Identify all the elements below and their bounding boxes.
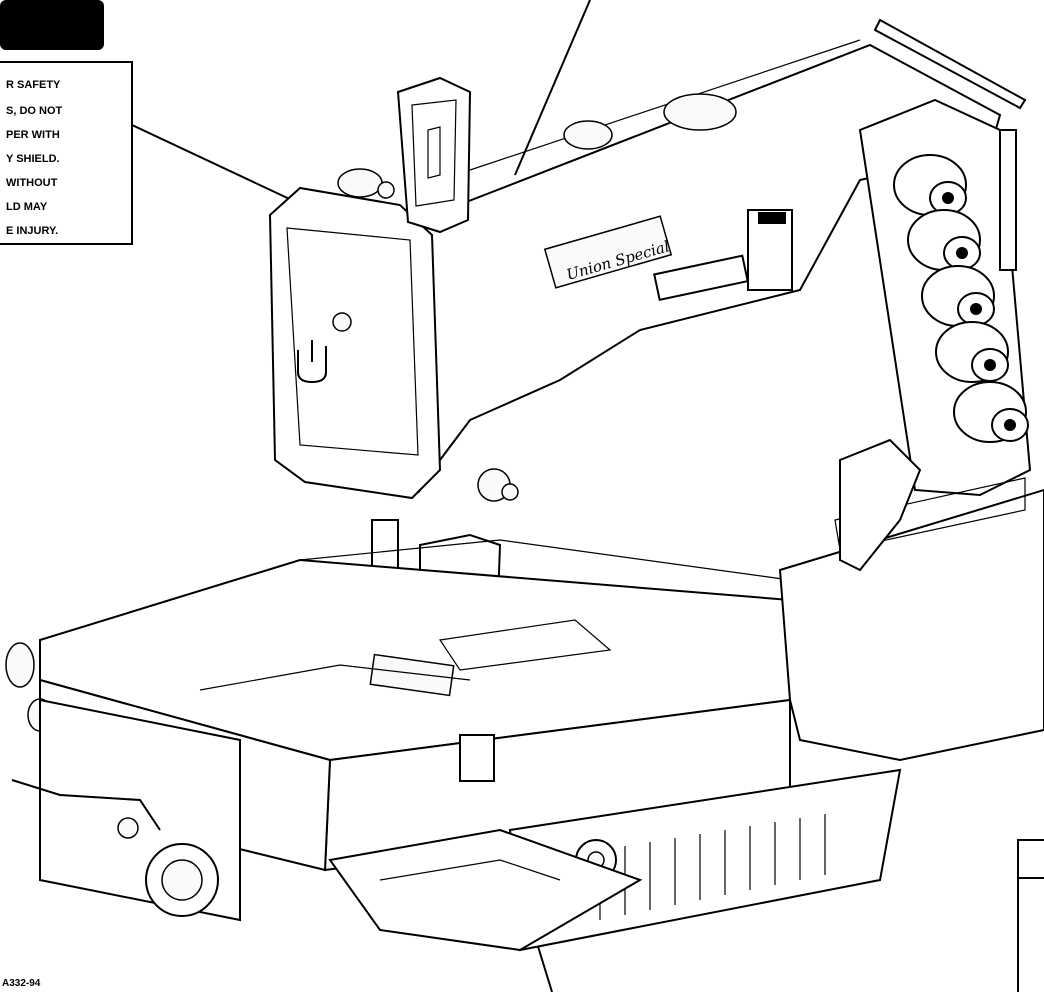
leader-top xyxy=(514,0,591,176)
drawing-code: A332-94 xyxy=(2,978,41,989)
thread-guide-post xyxy=(396,76,472,234)
knee-lifter xyxy=(328,828,643,952)
thread-tension-column xyxy=(858,18,1032,497)
warning-line-4: Y SHIELD. xyxy=(6,153,60,165)
label-square xyxy=(459,734,495,782)
stitch-regulator xyxy=(653,209,793,302)
warning-line-5: WITHOUT xyxy=(6,177,58,189)
warning-line-6: LD MAY xyxy=(6,201,48,213)
right-pedestal xyxy=(778,438,1044,762)
tension-spool-4 xyxy=(935,321,1009,383)
face-plate xyxy=(268,186,442,500)
warning-label-frame xyxy=(0,61,133,245)
handwheel-mechanism xyxy=(11,698,241,922)
tension-spool-2 xyxy=(907,209,981,271)
warning-line-7: E INJURY. xyxy=(6,225,58,237)
union-special-logo-icon xyxy=(297,340,327,384)
tension-spool-5 xyxy=(953,381,1029,443)
warning-line-2: S, DO NOT xyxy=(6,105,63,117)
warning-line-1: R SAFETY xyxy=(6,79,61,91)
warning-label-header xyxy=(0,0,104,50)
machine-bed xyxy=(39,539,791,762)
warning-label: R SAFETY S, DO NOT PER WITH Y SHIELD. WI… xyxy=(0,0,133,245)
warning-line-3: PER WITH xyxy=(6,129,60,141)
tension-spool-1 xyxy=(893,154,967,216)
tension-spool-3 xyxy=(921,265,995,327)
info-box-partial xyxy=(1017,839,1044,992)
